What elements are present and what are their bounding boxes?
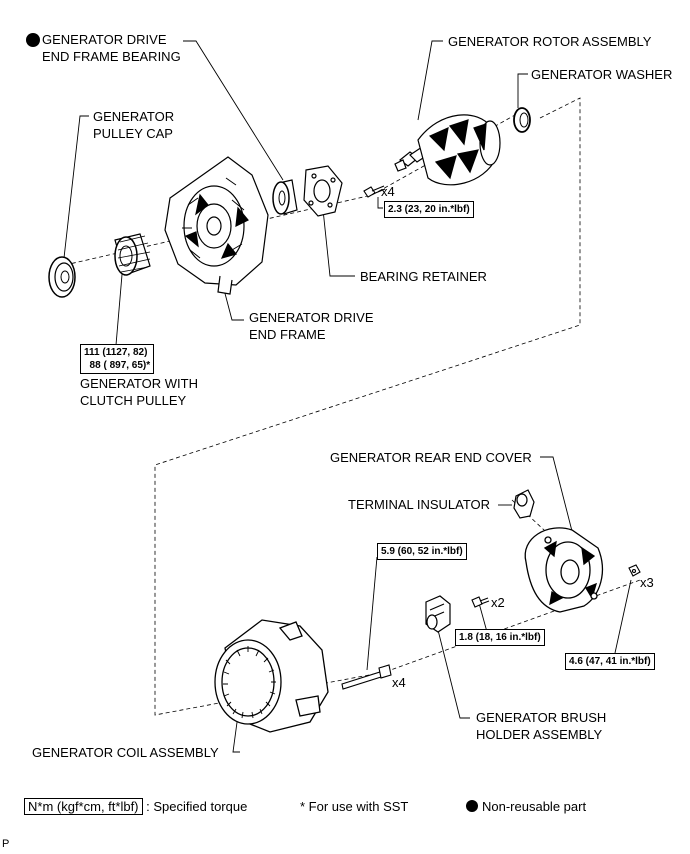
torque-brush-screw: 1.8 (18, 16 in.*lbf) <box>455 629 545 646</box>
drive-end-frame-part <box>164 156 269 295</box>
label-clutch-pulley: GENERATOR WITH CLUTCH PULLEY <box>80 376 198 408</box>
label-bearing-retainer: BEARING RETAINER <box>360 269 487 284</box>
bearing-retainer-part <box>303 165 343 217</box>
torque-coil-bolt: 5.9 (60, 52 in.*lbf) <box>377 543 467 560</box>
torque-retainer-screw: 2.3 (23, 20 in.*lbf) <box>384 201 474 218</box>
legend-non-reusable-text: Non-reusable part <box>482 799 587 814</box>
clutch-pulley-part <box>114 233 151 276</box>
label-terminal-insulator: TERMINAL INSULATOR <box>348 497 491 512</box>
label-drive-end-frame: GENERATOR DRIVE END FRAME <box>249 310 374 342</box>
corner-code: P <box>2 838 10 850</box>
rotor-assembly-part <box>394 114 501 186</box>
legend-unit-text: : Specified torque <box>146 799 248 814</box>
brush-holder-part <box>425 595 451 633</box>
drive-end-bearing-part <box>272 179 298 215</box>
qty-cover-nuts: x3 <box>640 575 654 590</box>
non-reusable-dot-icon <box>466 800 478 812</box>
label-pulley-cap: GENERATOR PULLEY CAP <box>93 109 175 141</box>
legend-unit-box: N*m (kgf*cm, ft*lbf) <box>24 798 143 815</box>
label-drive-end-bearing: GENERATOR DRIVE END FRAME BEARING <box>42 32 181 64</box>
coil-assembly-part <box>214 619 329 733</box>
torque-pulley: 111 (1127, 82) 88 ( 897, 65)* <box>80 344 155 374</box>
cover-nut-part <box>628 564 641 577</box>
label-rear-end-cover: GENERATOR REAR END COVER <box>330 450 532 465</box>
retainer-screw-part <box>363 185 386 198</box>
legend-non-reusable: Non-reusable part <box>466 798 586 815</box>
torque-cover-nut: 4.6 (47, 41 in.*lbf) <box>565 653 655 670</box>
qty-brush-screws: x2 <box>491 595 505 610</box>
washer-part <box>513 107 531 133</box>
brush-screw-part <box>471 596 490 608</box>
rear-end-cover-part <box>524 527 604 613</box>
qty-retainer-screws: x4 <box>381 184 395 199</box>
label-coil-assembly: GENERATOR COIL ASSEMBLY <box>32 745 219 760</box>
leader-lines <box>63 40 632 753</box>
legend-torque: N*m (kgf*cm, ft*lbf) : Specified torque <box>24 798 247 815</box>
non-reusable-marker-icon <box>26 33 40 47</box>
pulley-cap-part <box>48 256 76 298</box>
coil-bolt-part <box>341 664 392 690</box>
qty-coil-bolts: x4 <box>392 675 406 690</box>
label-washer: GENERATOR WASHER <box>531 67 673 82</box>
legend-sst-note: * For use with SST <box>300 799 409 814</box>
label-brush-holder: GENERATOR BRUSH HOLDER ASSEMBLY <box>476 710 607 742</box>
terminal-insulator-part <box>513 489 535 519</box>
label-rotor-assembly: GENERATOR ROTOR ASSEMBLY <box>448 34 652 49</box>
